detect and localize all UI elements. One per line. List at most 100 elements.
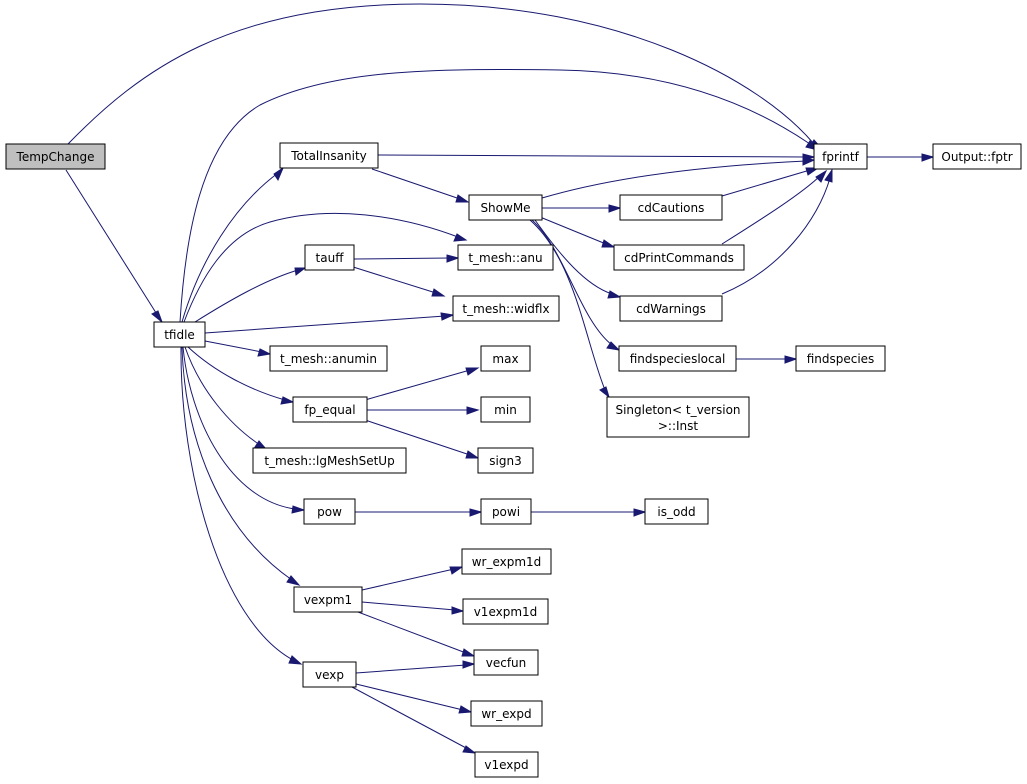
- edge-tfidle-vexpm1: [181, 346, 301, 586]
- edge-vexp-wrexpd: [355, 683, 473, 714]
- edge-vexpm1-vecfun: [357, 611, 476, 657]
- svg-text:tauff: tauff: [316, 251, 345, 265]
- svg-text:t_mesh::anu: t_mesh::anu: [468, 251, 542, 265]
- node-t-mesh-anu[interactable]: t_mesh::anu: [457, 244, 554, 271]
- edge-fpequal-min: [367, 406, 480, 415]
- node-vecfun[interactable]: vecfun: [473, 649, 539, 676]
- edge-findspecieslocal-findspecies: [736, 355, 798, 364]
- edge-tfidle-vexp: [180, 346, 303, 665]
- svg-text:vexpm1: vexpm1: [304, 593, 352, 607]
- svg-text:Output::fptr: Output::fptr: [941, 150, 1012, 164]
- node-findspecies[interactable]: findspecies: [795, 345, 886, 372]
- node-t-mesh-anumin[interactable]: t_mesh::anumin: [269, 345, 388, 372]
- node-t-mesh-widflx[interactable]: t_mesh::widflx: [452, 295, 560, 322]
- svg-text:wr_expd: wr_expd: [481, 707, 531, 721]
- edge-totalinsanity-fprintf: [377, 153, 816, 162]
- edge-tempchange-fprintf: [67, 3, 824, 150]
- node-sign3[interactable]: sign3: [477, 447, 534, 474]
- svg-text:>::Inst: >::Inst: [658, 419, 699, 433]
- svg-text:pow: pow: [317, 505, 342, 519]
- edge-showme-cdprintcommands: [539, 216, 616, 248]
- svg-text:findspecies: findspecies: [807, 352, 875, 366]
- node-output-fptr[interactable]: Output::fptr: [932, 143, 1022, 170]
- svg-text:Singleton< t_version: Singleton< t_version: [615, 403, 740, 417]
- node-cdwarnings[interactable]: cdWarnings: [619, 295, 723, 322]
- svg-text:v1expm1d: v1expm1d: [474, 605, 538, 619]
- node-tauff[interactable]: tauff: [304, 244, 355, 271]
- node-tempchange[interactable]: TempChange: [5, 143, 106, 170]
- edge-tfidle-pow: [182, 346, 306, 514]
- svg-text:cdWarnings: cdWarnings: [636, 302, 706, 316]
- edge-tfidle-lgmeshsetup: [184, 346, 268, 450]
- edge-fprintf-outputfptr: [867, 153, 935, 162]
- edge-vexp-v1expd: [351, 686, 477, 754]
- node-is-odd[interactable]: is_odd: [644, 498, 709, 525]
- svg-text:cdCautions: cdCautions: [638, 201, 705, 215]
- edge-tfidle-fpequal: [187, 346, 295, 405]
- svg-text:max: max: [492, 352, 518, 366]
- svg-text:fp_equal: fp_equal: [304, 403, 355, 417]
- edge-tfidle-tauff: [194, 267, 307, 323]
- edge-showme-cdcautions: [542, 204, 622, 213]
- edge-vexpm1-wrexpm1d: [361, 566, 464, 591]
- svg-text:tfidle: tfidle: [164, 328, 195, 342]
- svg-text:TotalInsanity: TotalInsanity: [290, 149, 367, 163]
- svg-text:cdPrintCommands: cdPrintCommands: [624, 251, 734, 265]
- node-singleton-inst[interactable]: Singleton< t_version >::Inst: [606, 396, 750, 438]
- svg-text:sign3: sign3: [489, 454, 521, 468]
- edge-tfidle-widflx: [204, 312, 455, 334]
- edge-vexp-vecfun: [355, 660, 476, 674]
- edge-cdprintcommands-fprintf: [721, 169, 828, 245]
- node-showme[interactable]: ShowMe: [468, 194, 543, 221]
- node-fp-equal[interactable]: fp_equal: [292, 396, 368, 423]
- node-max[interactable]: max: [480, 345, 531, 372]
- svg-text:vecfun: vecfun: [486, 656, 527, 670]
- node-cdcautions[interactable]: cdCautions: [619, 194, 723, 221]
- edge-cdcautions-fprintf: [721, 167, 820, 197]
- edge-tauff-widflx: [349, 265, 446, 297]
- edge-totalinsanity-showme: [371, 168, 470, 203]
- node-wr-expd[interactable]: wr_expd: [470, 700, 543, 727]
- node-vexp[interactable]: vexp: [302, 661, 357, 688]
- svg-text:vexp: vexp: [315, 668, 344, 682]
- svg-text:is_odd: is_odd: [657, 505, 695, 519]
- node-powi[interactable]: powi: [480, 498, 532, 525]
- node-vexpm1[interactable]: vexpm1: [293, 586, 363, 613]
- node-min[interactable]: min: [480, 396, 531, 423]
- edge-cdwarnings-fprintf: [721, 168, 833, 295]
- svg-text:findspecieslocal: findspecieslocal: [630, 352, 726, 366]
- node-v1expd[interactable]: v1expd: [474, 751, 539, 778]
- edge-tfidle-anu: [183, 212, 468, 323]
- edge-tfidle-anumin: [204, 340, 272, 357]
- svg-text:t_mesh::anumin: t_mesh::anumin: [280, 352, 377, 366]
- svg-text:t_mesh::lgMeshSetUp: t_mesh::lgMeshSetUp: [264, 454, 394, 468]
- edge-pow-powi: [355, 508, 483, 517]
- node-wr-expm1d[interactable]: wr_expm1d: [461, 548, 552, 575]
- edge-powi-isodd: [531, 508, 647, 517]
- edge-tempchange-tfidle: [65, 169, 164, 324]
- svg-text:fprintf: fprintf: [822, 150, 859, 164]
- svg-text:t_mesh::widflx: t_mesh::widflx: [462, 302, 549, 316]
- edge-showme-findspecieslocal: [531, 219, 621, 351]
- node-totalinsanity[interactable]: TotalInsanity: [279, 142, 379, 169]
- node-cdprintcommands[interactable]: cdPrintCommands: [613, 244, 745, 271]
- edge-showme-cdwarnings: [534, 219, 622, 299]
- edge-fpequal-max: [364, 367, 480, 401]
- node-tfidle[interactable]: tfidle: [153, 321, 206, 348]
- node-pow[interactable]: pow: [303, 498, 356, 525]
- svg-text:powi: powi: [492, 505, 520, 519]
- svg-text:min: min: [494, 403, 517, 417]
- node-fprintf[interactable]: fprintf: [813, 143, 868, 170]
- edge-tauff-anu: [353, 254, 460, 263]
- svg-text:v1expd: v1expd: [484, 758, 528, 772]
- node-findspecieslocal[interactable]: findspecieslocal: [618, 345, 737, 372]
- node-v1expm1d[interactable]: v1expm1d: [462, 598, 549, 625]
- node-t-mesh-lgmeshsetup[interactable]: t_mesh::lgMeshSetUp: [252, 447, 407, 474]
- edge-showme-fprintf: [541, 157, 816, 199]
- edge-tfidle-totalinsanity: [181, 166, 285, 323]
- svg-text:TempChange: TempChange: [16, 150, 95, 164]
- svg-text:wr_expm1d: wr_expm1d: [472, 555, 542, 569]
- edge-vexpm1-v1expm1d: [361, 601, 465, 615]
- edge-fpequal-sign3: [364, 419, 480, 459]
